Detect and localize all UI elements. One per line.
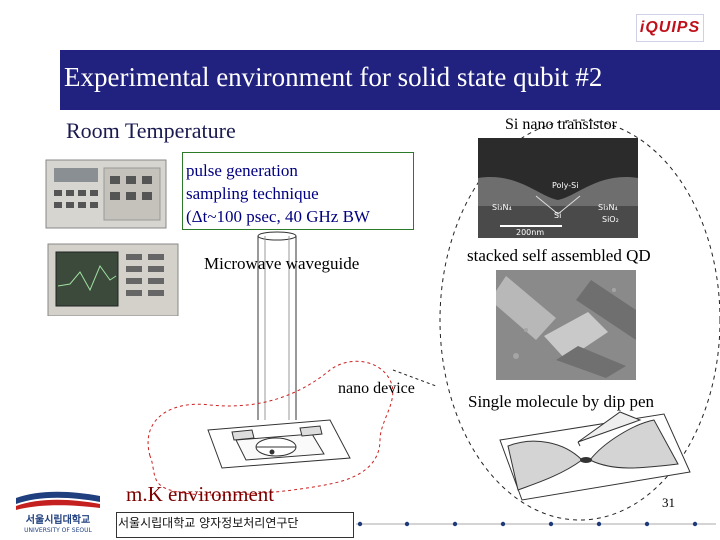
- org-name: 서울시립대학교 양자정보처리연구단: [118, 516, 299, 530]
- university-logo: 서울시립대학교 UNIVERSITY OF SEOUL: [16, 491, 100, 534]
- bottom-dots: [357, 521, 698, 527]
- mk-environment-label: m.K environment: [126, 482, 275, 506]
- sem-label-sio2: SiO₂: [602, 215, 619, 224]
- university-name-kr: 서울시립대학교: [26, 513, 90, 526]
- page-number: 31: [662, 495, 675, 510]
- quantum-dot-afm-image: [496, 270, 636, 380]
- microwave-waveguide-drawing: [257, 231, 297, 420]
- sem-label-si3n4-left: Si₃N₄: [492, 203, 512, 212]
- sem-label-poly-si: Poly-Si: [552, 181, 578, 190]
- microwave-waveguide-label: Microwave waveguide: [204, 254, 360, 273]
- si-nano-transistor-label: Si nano transistor: [505, 116, 617, 133]
- equipment-photos: [45, 159, 179, 316]
- sampling-technique-text: sampling technique: [186, 184, 319, 203]
- slide-title: Experimental environment for solid state…: [64, 62, 603, 92]
- nano-device-label: nano device: [338, 380, 415, 397]
- sampling-oscilloscope-image: [47, 243, 179, 316]
- callout-line: [392, 369, 437, 387]
- stacked-qd-label: stacked self assembled QD: [467, 246, 651, 265]
- room-temperature-label: Room Temperature: [66, 118, 236, 143]
- pulse-info-box: [182, 152, 414, 230]
- university-name-en: UNIVERSITY OF SEOUL: [24, 527, 92, 534]
- red-dashed-outline: [147, 360, 394, 496]
- pulse-generator-image: [45, 159, 167, 229]
- si-nano-transistor-image: Poly-Si Si₃N₄ Si₃N₄ Si SiO₂ 200nm: [478, 138, 638, 238]
- dip-pen-diagram: [499, 411, 691, 501]
- sem-label-si: Si: [554, 211, 561, 220]
- sample-holder-drawing: [207, 419, 351, 469]
- bandwidth-text: (Δt~100 psec, 40 GHz BW: [186, 207, 370, 226]
- iquips-logo: iQUIPS: [636, 14, 704, 42]
- sem-label-si3n4-right: Si₃N₄: [598, 203, 618, 212]
- sem-scale-bar: 200nm: [516, 228, 544, 237]
- pulse-generation-text: pulse generation: [186, 161, 298, 180]
- dashed-ellipse: [439, 119, 720, 521]
- single-molecule-label: Single molecule by dip pen: [468, 392, 655, 411]
- title-bar: [60, 50, 720, 110]
- org-name-box: [116, 512, 354, 538]
